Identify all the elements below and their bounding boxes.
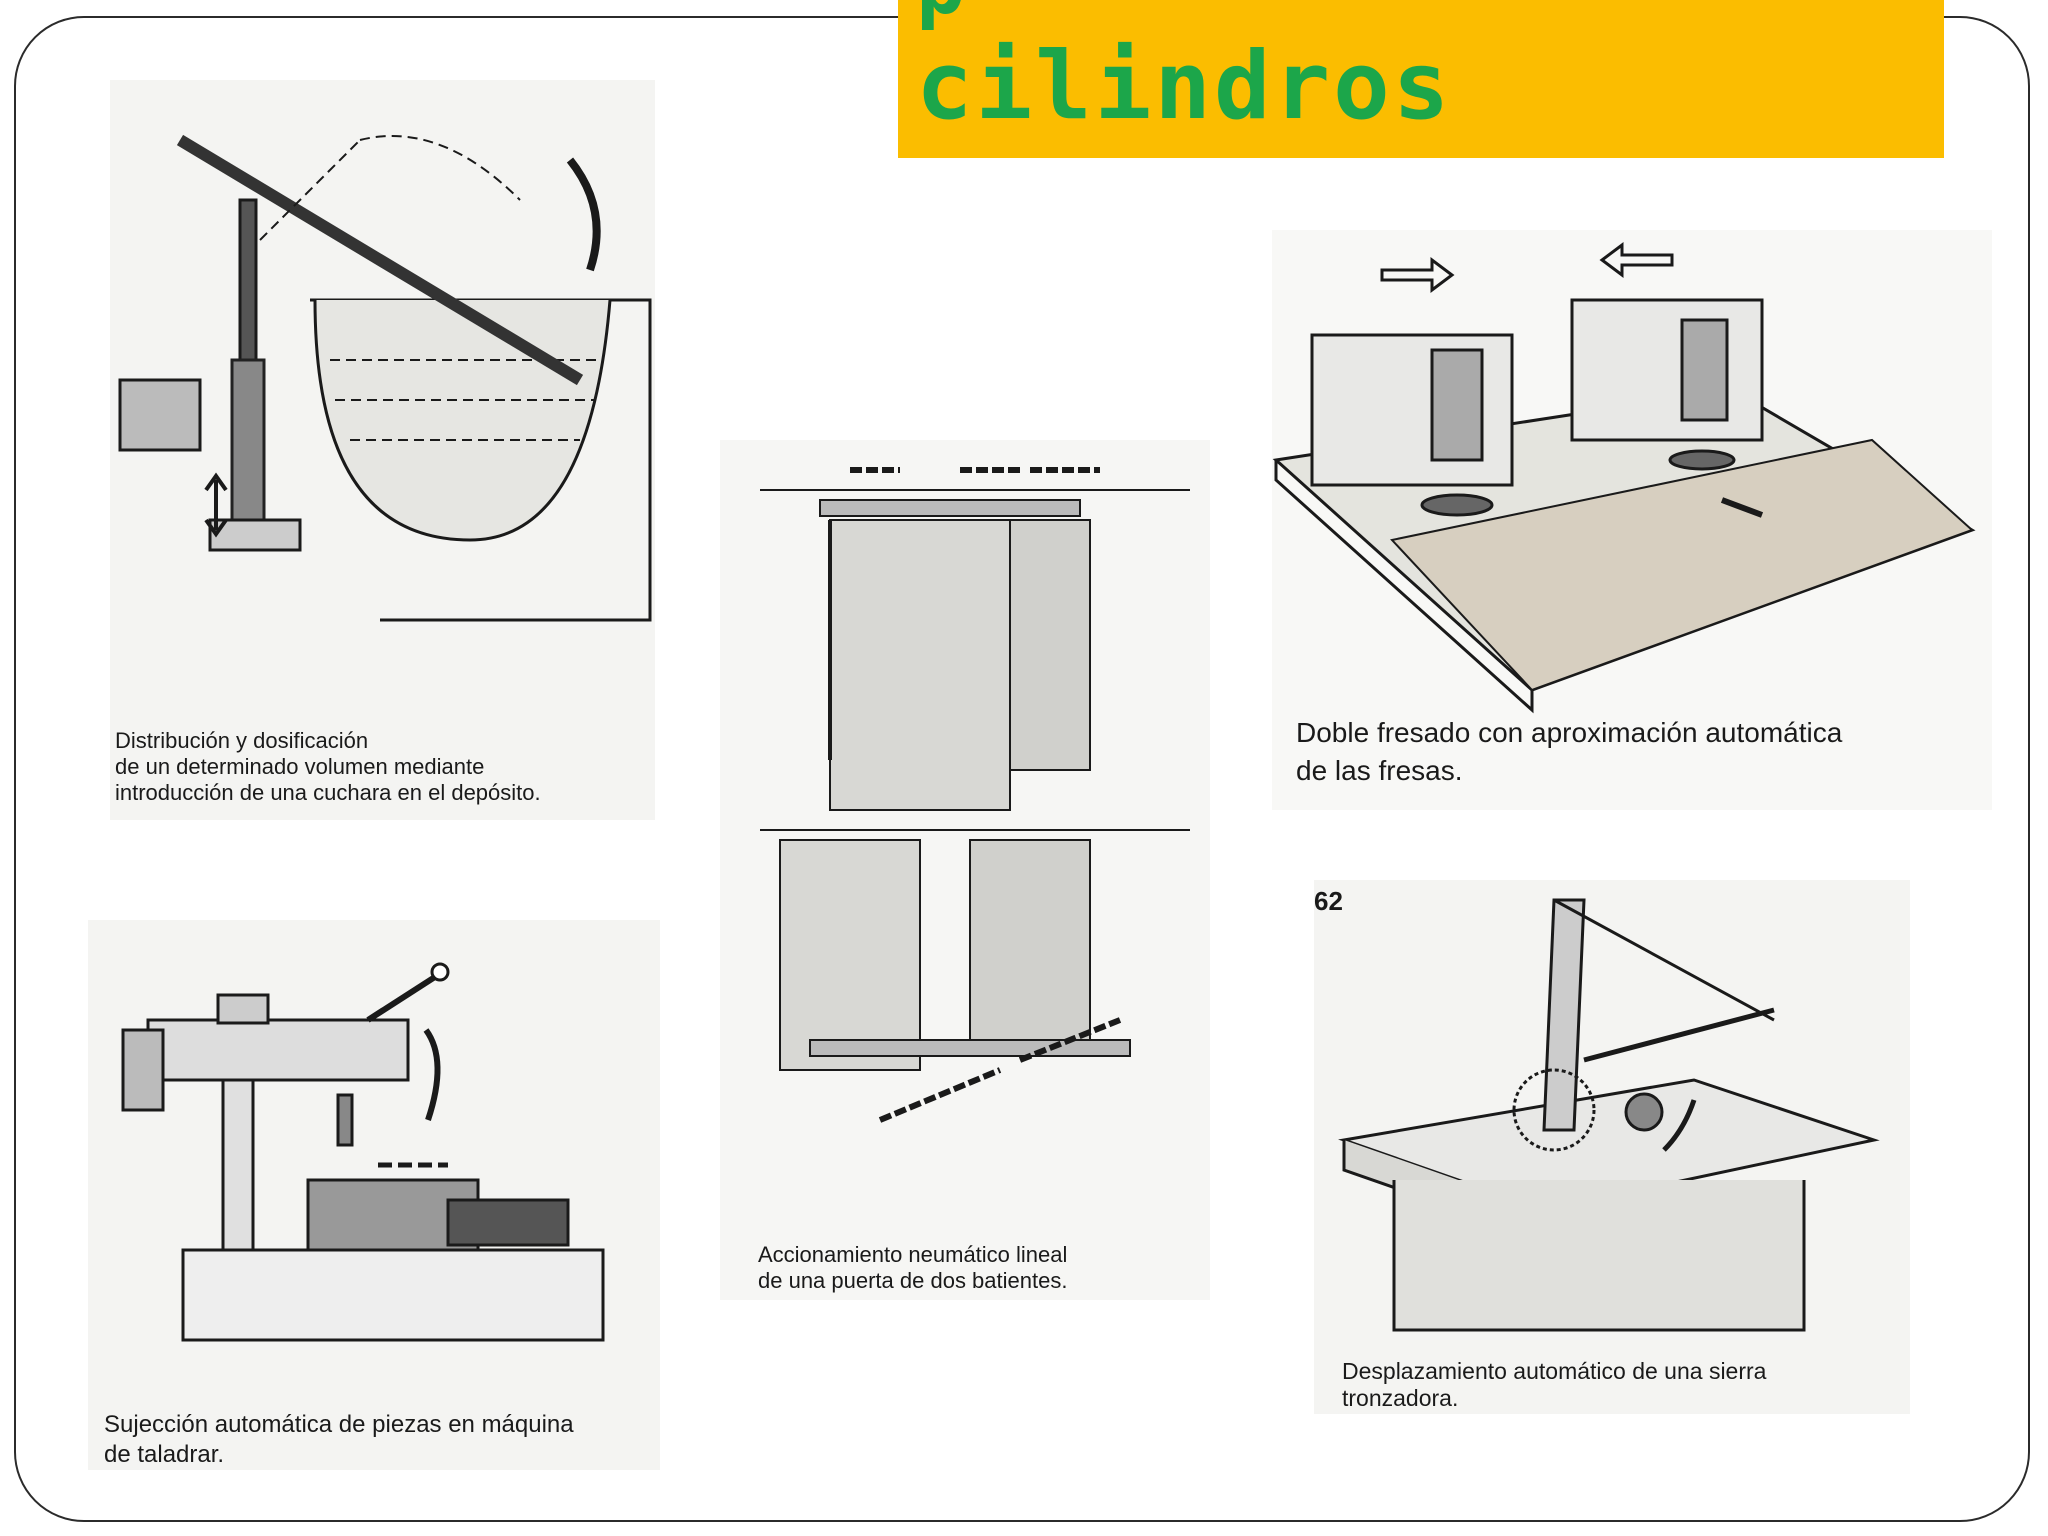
caption-puerta: Accionamiento neumático lineal de una pu… — [758, 1242, 1068, 1293]
page-title: cilindros — [916, 32, 1453, 141]
title-fragment: p — [916, 0, 969, 33]
illustration-puerta — [760, 467, 1190, 1123]
caption-fresado: Doble fresado con aproximación automátic… — [1296, 717, 1843, 786]
figure-cuchara: Distribución y dosificación de un determ… — [110, 80, 655, 820]
title-banner: p cilindros — [898, 0, 1944, 158]
figure-sierra: 62 Desplazamiento automático de una sier… — [1314, 880, 1910, 1414]
caption-taladro: Sujección automática de piezas en máquin… — [104, 1411, 574, 1468]
figure-number: 62 — [1314, 886, 1343, 916]
figure-puerta: Accionamiento neumático lineal de una pu… — [720, 440, 1210, 1300]
illustration-taladro — [121, 962, 605, 1342]
caption-sierra: Desplazamiento automático de una sierra … — [1342, 1358, 1767, 1411]
caption-cuchara: Distribución y dosificación de un determ… — [115, 728, 541, 805]
illustration-sierra — [1338, 898, 1880, 1332]
figure-taladro: Sujección automática de piezas en máquin… — [88, 920, 660, 1470]
illustration-fresado — [1272, 242, 1976, 714]
figure-fresado: Doble fresado con aproximación automátic… — [1272, 230, 1992, 810]
illustration-cuchara — [118, 134, 652, 622]
